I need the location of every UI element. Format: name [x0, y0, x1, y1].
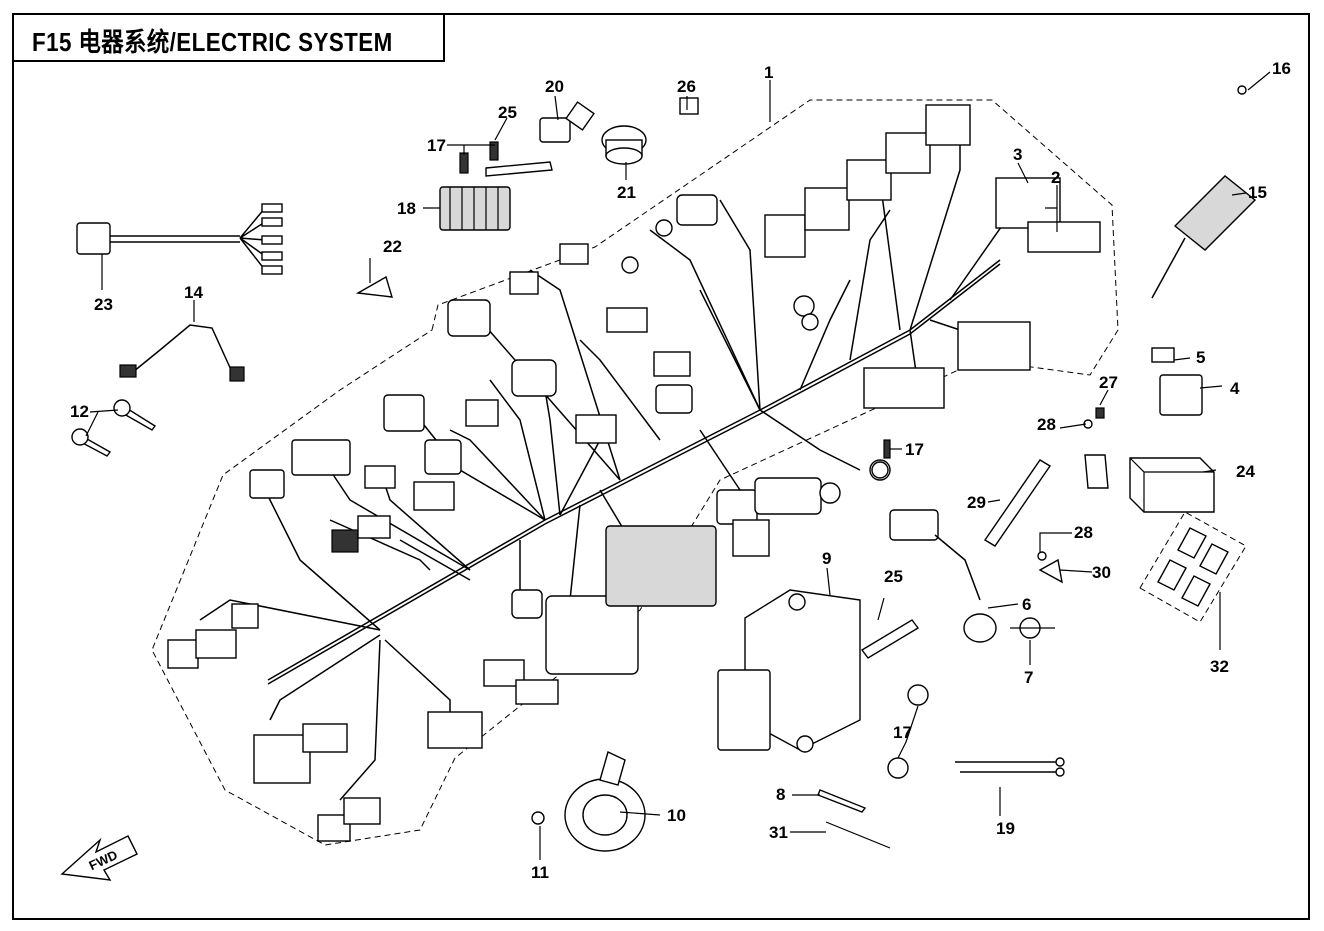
bolt-17-b [489, 141, 499, 161]
callout-17-lower: 17 [893, 723, 912, 742]
bolt-11 [531, 811, 545, 825]
horn-10 [564, 751, 646, 852]
callout-22: 22 [383, 237, 402, 256]
bolt-7 [1010, 617, 1055, 639]
callout-32: 32 [1210, 657, 1229, 676]
screw-28-b [1037, 551, 1047, 561]
callout-23: 23 [94, 295, 113, 314]
callout-15: 15 [1248, 183, 1267, 202]
bracket-30-lower [1038, 558, 1063, 584]
cable-strap-25 [485, 161, 553, 177]
regulator-rectifier-18 [439, 186, 511, 231]
callout-12: 12 [70, 402, 89, 421]
cable-tie-31 [825, 821, 891, 849]
callout-31: 31 [769, 823, 788, 842]
callout-11: 11 [531, 863, 549, 882]
battery-24 [1129, 457, 1215, 513]
battery-strap-29 [984, 459, 1051, 547]
callout-5: 5 [1196, 348, 1205, 367]
callout-9: 9 [822, 549, 831, 568]
clip-26 [679, 97, 699, 115]
callout-20: 20 [545, 77, 564, 96]
callout-2: 2 [1051, 168, 1060, 187]
callout-6: 6 [1022, 595, 1031, 614]
ground-lead-19 [955, 757, 1065, 777]
callout-8: 8 [776, 785, 785, 804]
bolt-17-c [907, 684, 929, 706]
callout-28-upper: 28 [1037, 415, 1056, 434]
bracket-22 [355, 275, 393, 298]
callout-24: 24 [1236, 462, 1255, 481]
callout-19: 19 [996, 819, 1015, 838]
title-block [12, 13, 445, 62]
callout-10: 10 [667, 806, 686, 825]
ignition-switch-20 [539, 101, 595, 143]
callout-26: 26 [677, 77, 696, 96]
callout-1: 1 [764, 63, 773, 82]
callout-30: 30 [1092, 563, 1111, 582]
callout-14: 14 [184, 283, 203, 302]
grommet-16 [1237, 85, 1247, 95]
callout-25-top: 25 [498, 103, 517, 122]
pin-8 [817, 789, 867, 813]
terminal-27 [1095, 407, 1105, 419]
callout-17-mid: 17 [905, 440, 924, 459]
bolts-12 [71, 399, 157, 457]
bolt-17-a [459, 152, 469, 174]
bracket-30 [1084, 454, 1109, 489]
leader-lines [85, 71, 1271, 860]
page-title: F15 电器系统/ELECTRIC SYSTEM [32, 27, 393, 57]
callout-7: 7 [1024, 668, 1033, 687]
callout-29: 29 [967, 493, 986, 512]
callout-4: 4 [1230, 379, 1240, 398]
callout-16: 16 [1272, 59, 1291, 78]
cable-strap-25-b [860, 619, 920, 659]
forward-arrow: FWD [60, 835, 138, 881]
callout-25-lower: 25 [884, 567, 903, 586]
drawing-frame [12, 13, 1310, 920]
callout-28-lower: 28 [1074, 523, 1093, 542]
switch-cap-21 [601, 125, 647, 165]
bolt-17-e [883, 439, 891, 459]
relay-4 [1159, 374, 1203, 416]
ring-terminal [871, 461, 889, 479]
harness-connectors [167, 104, 1101, 842]
callout-18: 18 [397, 199, 416, 218]
callout-27: 27 [1099, 373, 1118, 392]
callout-17-top: 17 [427, 136, 446, 155]
sensor-lead-14 [119, 324, 245, 382]
fuse-5 [1151, 347, 1175, 363]
pigtail-connector-23 [76, 203, 283, 275]
sensor-6 [889, 509, 997, 643]
callout-21: 21 [617, 183, 636, 202]
callout-numbers: 1 2 3 4 5 6 7 8 9 10 11 12 14 15 16 17 1… [70, 59, 1291, 882]
ecu-9 [717, 589, 861, 753]
bolt-17-d [887, 757, 909, 779]
decal-sheet-32 [1139, 511, 1247, 623]
callout-3: 3 [1013, 145, 1022, 164]
